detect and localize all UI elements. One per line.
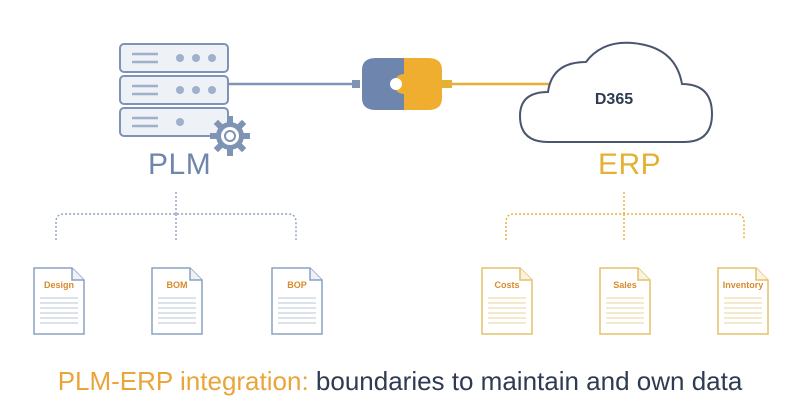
doc-label-inventory: Inventory: [722, 280, 764, 290]
caption: PLM-ERP integration: boundaries to maint…: [0, 366, 800, 397]
erp-label: ERP: [598, 148, 662, 181]
doc-label-bop: BOP: [287, 280, 307, 290]
doc-label-costs: Costs: [494, 280, 520, 290]
gear-icon: [210, 116, 250, 156]
caption-highlight: PLM-ERP integration:: [57, 366, 309, 396]
plug-connector-icon: [352, 58, 452, 110]
document-icon: [33, 267, 85, 335]
document-icon: [271, 267, 323, 335]
document-icon: [151, 267, 203, 335]
doc-label-bom: BOM: [166, 280, 188, 290]
cloud-text: D365: [595, 91, 633, 108]
plm-label: PLM: [148, 148, 212, 181]
erp-tree-lines: [505, 192, 745, 240]
document-icon: [717, 267, 769, 335]
doc-label-design: Design: [43, 280, 74, 290]
caption-rest: boundaries to maintain and own data: [308, 366, 743, 396]
plm-tree-lines: [55, 192, 297, 240]
document-icon: [599, 267, 651, 335]
doc-label-sales: Sales: [613, 280, 637, 290]
server-icon: [119, 43, 229, 137]
document-icon: [481, 267, 533, 335]
cloud-icon: D365: [518, 41, 714, 143]
